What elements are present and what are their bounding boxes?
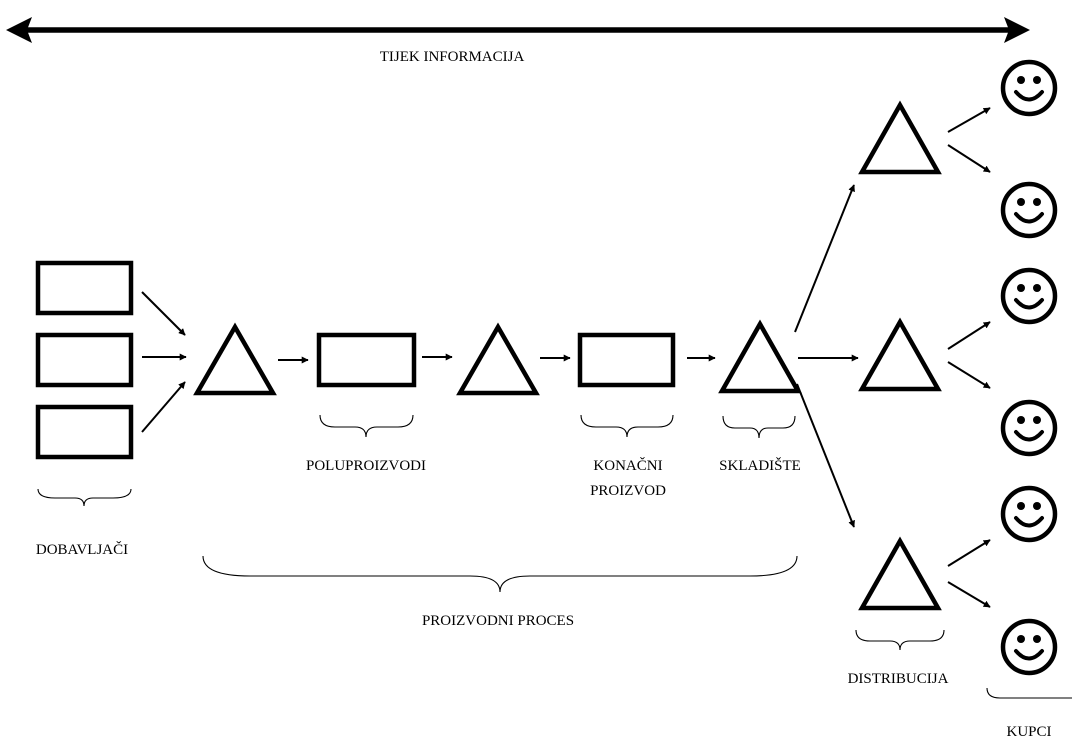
suppliers-brace	[37, 488, 132, 507]
final-product-brace	[580, 414, 674, 438]
distribution-triangle-2	[858, 317, 942, 392]
arrow-warehouse-to-dist-3	[796, 383, 855, 528]
customer-smiley-icon-2	[1000, 181, 1058, 239]
information-flow-label: TIJEK INFORMACIJA	[380, 49, 525, 65]
distribution-triangle-3	[858, 536, 942, 611]
customers-label: KUPCI	[1006, 724, 1051, 740]
final-product-box	[577, 332, 676, 388]
stock-triangle-2	[456, 322, 540, 396]
production-process-brace	[202, 555, 798, 593]
arrow-supplier-1	[141, 291, 186, 336]
arrow-dist2-to-customer-3	[947, 321, 991, 350]
semi-products-label: POLUPROIZVODI	[306, 458, 426, 474]
semi-product-box	[316, 332, 417, 388]
production-process-label: PROIZVODNI PROCES	[422, 613, 574, 629]
customer-smiley-icon-1	[1000, 59, 1058, 117]
suppliers-label: DOBAVLJAČI	[36, 541, 128, 558]
customer-smiley-icon-4	[1000, 399, 1058, 457]
customer-smiley-icon-3	[1000, 267, 1058, 325]
arrow-dist3-to-customer-6	[947, 581, 991, 608]
final-product-label-line2: PROIZVOD	[590, 483, 666, 499]
customer-smiley-icon-6	[1000, 618, 1058, 676]
information-flow-arrow	[6, 17, 1030, 43]
arrow-supplier-3	[141, 381, 186, 433]
semi-products-brace	[319, 414, 414, 438]
distribution-label: DISTRIBUCIJA	[848, 671, 949, 687]
warehouse-brace	[722, 415, 796, 439]
supplier-box-1	[35, 260, 134, 316]
arrow-dist1-to-customer-2	[947, 144, 991, 173]
stock-triangle-1	[193, 322, 277, 396]
warehouse-label: SKLADIŠTE	[719, 457, 801, 474]
distribution-triangle-1	[858, 100, 942, 175]
arrow-dist1-to-customer-1	[947, 107, 991, 133]
supplier-box-3	[35, 404, 134, 460]
distribution-brace	[855, 629, 945, 651]
warehouse-triangle	[718, 319, 802, 394]
customer-smiley-icon-5	[1000, 485, 1058, 543]
supplier-box-2	[35, 332, 134, 388]
arrow-dist2-to-customer-4	[947, 361, 991, 389]
final-product-label-line1: KONAČNI	[593, 457, 662, 474]
arrow-dist3-to-customer-5	[947, 539, 991, 567]
customers-brace	[986, 687, 1072, 699]
arrow-warehouse-to-dist-1	[794, 184, 855, 333]
